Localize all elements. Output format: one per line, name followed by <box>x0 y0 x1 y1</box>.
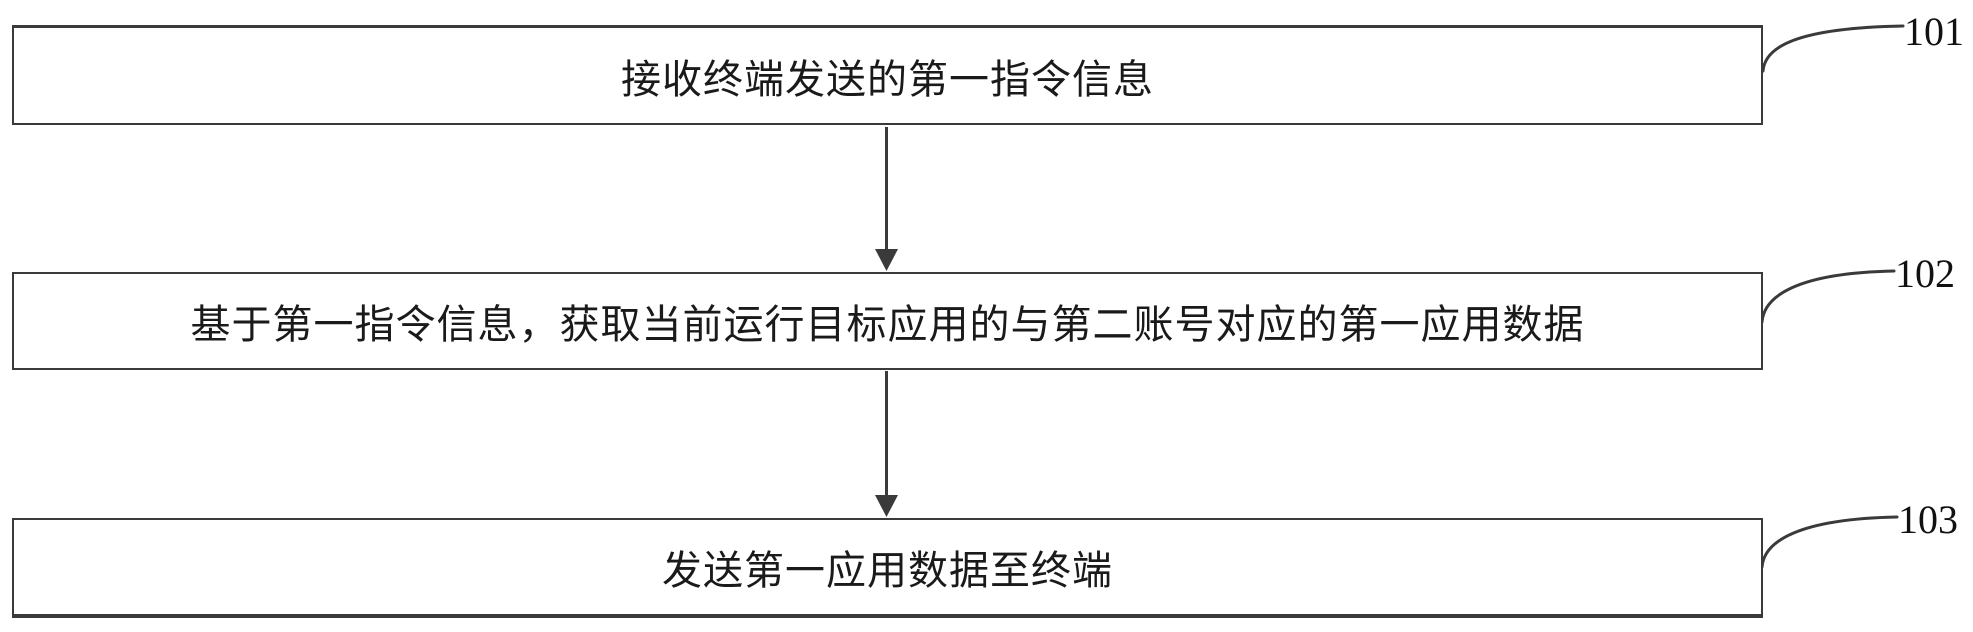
ref-leader-102 <box>1760 269 1896 324</box>
ref-leader-103 <box>1760 515 1899 569</box>
step-103-label: 发送第一应用数据至终端 <box>662 548 1113 593</box>
step-box-103: 发送第一应用数据至终端 <box>12 518 1763 618</box>
arrowhead-down-icon <box>875 495 898 517</box>
step-102-label: 基于第一指令信息，获取当前运行目标应用的与第二账号对应的第一应用数据 <box>190 302 1585 347</box>
ref-number-103: 103 <box>1898 497 1958 542</box>
step-box-102: 基于第一指令信息，获取当前运行目标应用的与第二账号对应的第一应用数据 <box>12 272 1763 370</box>
arrowhead-down-icon <box>875 249 898 271</box>
ref-number-102: 102 <box>1895 251 1955 296</box>
step-box-101: 接收终端发送的第一指令信息 <box>12 25 1763 125</box>
arrow-step2-to-step3 <box>875 371 898 517</box>
ref-number-101: 101 <box>1904 9 1964 54</box>
arrow-step1-to-step2 <box>875 127 898 271</box>
ref-leader-101 <box>1761 24 1905 73</box>
step-101-label: 接收终端发送的第一指令信息 <box>621 56 1154 102</box>
